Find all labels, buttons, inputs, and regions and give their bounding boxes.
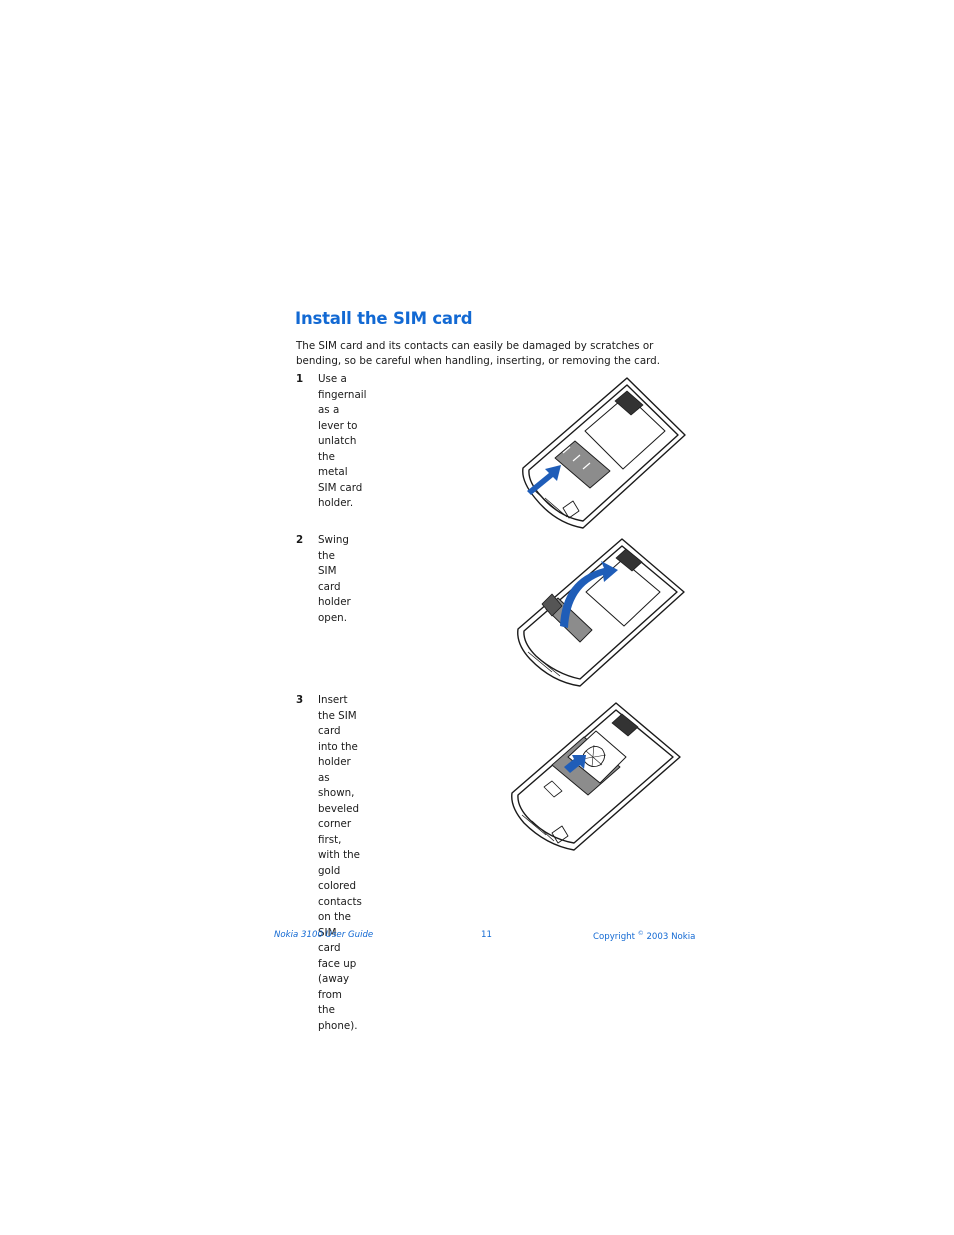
footer-copyright: Copyright © 2003 Nokia bbox=[593, 930, 695, 942]
copyright-suffix: 2003 Nokia bbox=[643, 932, 696, 942]
page-number: 11 bbox=[481, 930, 492, 940]
step-number: 2 bbox=[296, 534, 304, 546]
step-text: Insert the SIM card into the holder as s… bbox=[318, 694, 362, 1032]
page-title: Install the SIM card bbox=[295, 309, 473, 328]
copyright-symbol: © bbox=[637, 930, 644, 937]
insert-sim-illustration bbox=[511, 702, 681, 851]
step-text: Swing the SIM card holder open. bbox=[318, 534, 351, 624]
footer-guide-title: Nokia 3100 User Guide bbox=[274, 930, 374, 940]
step-number: 1 bbox=[296, 373, 304, 385]
copyright-prefix: Copyright bbox=[593, 932, 638, 942]
step-number: 3 bbox=[296, 694, 304, 706]
swing-holder-open-illustration bbox=[517, 538, 685, 687]
unlatch-holder-illustration bbox=[522, 377, 686, 529]
step-text: Use a fingernail as a lever to unlatch t… bbox=[318, 373, 367, 509]
intro-paragraph: The SIM card and its contacts can easily… bbox=[296, 340, 660, 367]
